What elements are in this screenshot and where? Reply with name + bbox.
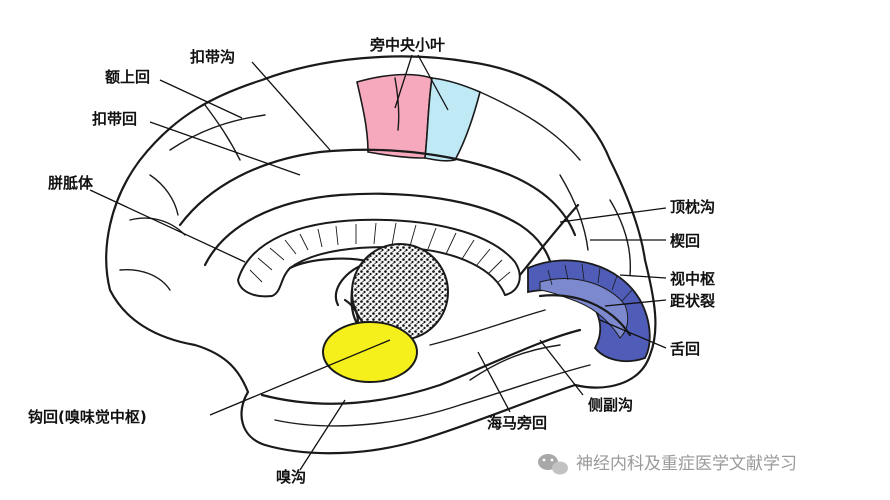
calcarine-fissure xyxy=(538,294,632,337)
watermark: 神经内科及重症医学文献学习 xyxy=(538,454,797,475)
label-paracentral-lobule: 旁中央小叶 xyxy=(369,36,445,54)
temporal-fold-3 xyxy=(469,344,561,381)
fold-8 xyxy=(609,199,632,276)
parahippocampal-outline xyxy=(260,328,582,405)
paracentral-groove xyxy=(394,77,400,131)
fold-7 xyxy=(559,174,589,251)
label-visual-center: 视中枢 xyxy=(670,270,715,288)
label-uncus: 钩回(嗅味觉中枢) xyxy=(28,408,147,426)
paracentral-lobule-cyan xyxy=(424,77,481,162)
uncus xyxy=(322,321,418,383)
label-lingual-gyrus: 舌回 xyxy=(670,340,700,358)
corpus-callosum-striations xyxy=(249,222,511,284)
temporal-fold-1 xyxy=(274,364,591,427)
fold-4 xyxy=(119,268,171,291)
corpus-callosum xyxy=(236,218,521,298)
label-collateral-sulcus: 侧副沟 xyxy=(588,396,633,414)
fold-1 xyxy=(169,114,266,151)
leader-lines xyxy=(89,54,667,471)
label-parieto-occipital-sulcus: 顶枕沟 xyxy=(670,198,715,216)
parieto-occipital-sulcus xyxy=(518,203,580,277)
cingulate-gyrus-line xyxy=(203,192,554,272)
label-cingulate-gyrus: 扣带回 xyxy=(92,110,137,128)
wechat-icon xyxy=(538,454,568,475)
label-olfactory-sulcus: 嗅沟 xyxy=(276,468,306,486)
fold-3 xyxy=(129,217,186,236)
paracentral-lobule-pink xyxy=(356,73,433,159)
temporal-fold-2 xyxy=(429,309,546,346)
cingulate-sulcus-line xyxy=(178,148,577,237)
label-parahippocampal-gyrus: 海马旁回 xyxy=(487,414,547,432)
label-superior-frontal-gyrus: 额上回 xyxy=(105,68,150,86)
label-calcarine-fissure: 距状裂 xyxy=(670,292,715,310)
label-cuneus: 楔回 xyxy=(670,232,700,250)
visual-striations xyxy=(547,263,633,302)
fold-6 xyxy=(479,91,581,161)
fold-5 xyxy=(149,174,179,216)
fold-2 xyxy=(204,104,241,161)
brain-outline xyxy=(105,55,657,455)
watermark-text: 神经内科及重症医学文献学习 xyxy=(576,454,797,474)
label-cingulate-sulcus: 扣带沟 xyxy=(190,48,235,66)
label-corpus-callosum: 胼胝体 xyxy=(48,174,94,192)
